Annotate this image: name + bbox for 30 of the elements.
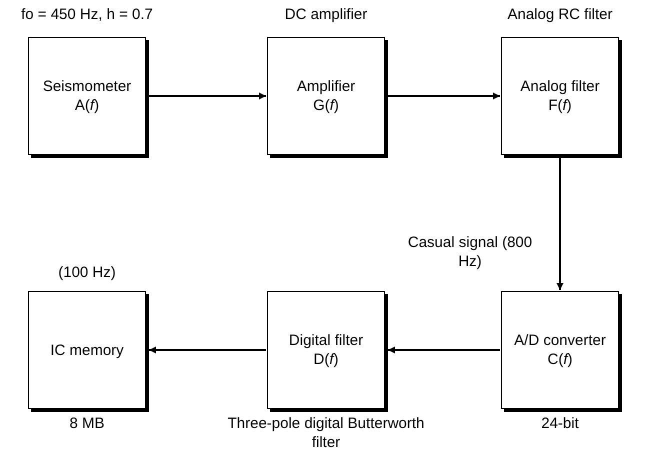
arrow	[149, 346, 266, 354]
block-note: Three-pole digital Butterworth filter	[226, 414, 426, 452]
block-title: Analog filter	[520, 77, 600, 96]
arrow	[388, 346, 500, 354]
block-box	[267, 37, 385, 155]
block-box	[267, 291, 385, 409]
block-box	[501, 37, 619, 155]
transfer-function: A(f)	[74, 96, 100, 115]
arrow	[556, 158, 564, 290]
transfer-function: D(f)	[314, 350, 338, 369]
block-note: 8 MB	[68, 414, 106, 433]
block-note: 24-bit	[540, 414, 580, 433]
transfer-function: F(f)	[548, 96, 572, 115]
block-box	[28, 37, 146, 155]
block-box	[501, 291, 619, 409]
block-title: A/D converter	[514, 331, 606, 350]
block-title: Digital filter	[288, 331, 364, 350]
block-note: (100 Hz)	[57, 263, 117, 282]
signal-note: Casual signal (800 Hz)	[406, 233, 534, 271]
block-title: Amplifier	[296, 77, 356, 96]
arrow	[149, 92, 266, 100]
block-note: DC amplifier	[284, 5, 368, 24]
arrow	[388, 92, 500, 100]
transfer-function: C(f)	[548, 350, 572, 369]
block-note: fo = 450 Hz, h = 0.7	[20, 5, 154, 24]
block-note: Analog RC filter	[506, 5, 614, 24]
transfer-function: G(f)	[313, 96, 339, 115]
block-title: Seismometer	[42, 77, 132, 96]
block-box	[28, 291, 146, 409]
block-title: IC memory	[50, 340, 124, 360]
